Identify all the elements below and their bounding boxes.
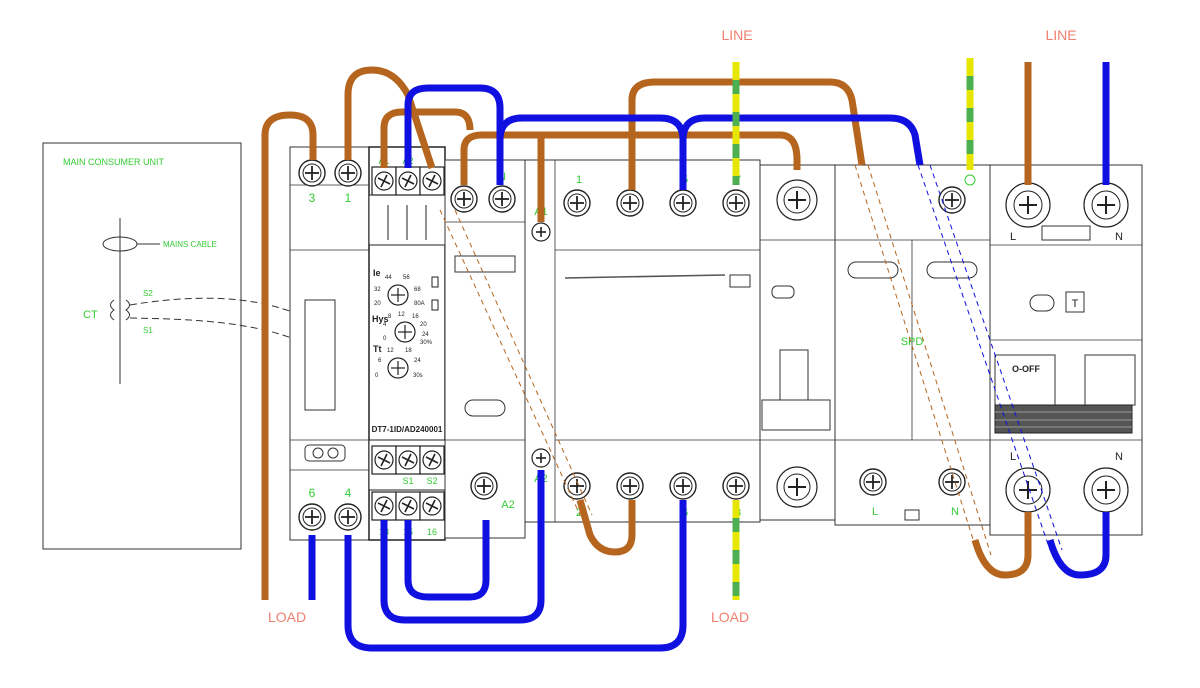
relay-terminal-s2: S2	[426, 476, 437, 486]
brown-wire-2	[380, 108, 474, 168]
blue-wire-7	[1046, 512, 1110, 579]
small-contactor-terminal-6: 6	[309, 486, 316, 500]
dial-hys-tick: 24	[422, 332, 429, 338]
ct-s1-label: S1	[143, 326, 153, 335]
dashed-live-wire	[454, 209, 593, 516]
dial-ie-tick: 80A	[414, 301, 425, 307]
line-label-right: LINE	[1045, 27, 1076, 43]
dial-ie-tick: 20	[374, 301, 381, 307]
brown-wire-1	[344, 66, 436, 170]
rcbo-test-button: T	[1072, 298, 1079, 310]
small-contactor-terminal-4: 4	[345, 486, 352, 500]
dial-tt-tick: 18	[405, 348, 412, 354]
dial-hys-tick: 0	[383, 336, 387, 342]
rcbo-top-l: L	[1010, 231, 1016, 243]
dial-ie-tick: 44	[385, 275, 392, 281]
brown-wire-7	[971, 512, 1032, 579]
brown-wire-load-left	[261, 111, 317, 600]
spd-terminal-n: N	[951, 506, 959, 518]
dial-hys-tick: 30%	[420, 340, 433, 346]
dial-hys-tick: 16	[412, 314, 419, 320]
dial-hys-tick: 20	[420, 322, 427, 328]
blue-wire-1	[404, 84, 504, 185]
dial-tt-tick: 0	[375, 373, 379, 379]
load-label-left: LOAD	[268, 609, 306, 625]
dashed-neutral-wire	[917, 164, 1051, 551]
dashed-neutral-wire	[929, 164, 1063, 551]
dial-tt-tick: 24	[414, 358, 421, 364]
spd-label: SPD	[901, 336, 924, 348]
small-contactor-terminal-1: 1	[345, 191, 352, 205]
dial-tt-tick: 6	[378, 358, 382, 364]
ct-label: CT	[83, 309, 98, 321]
brown-wire-5	[628, 78, 866, 190]
rcbo-top-n: N	[1115, 231, 1123, 243]
blue-wire-3	[679, 114, 924, 166]
dial-ie-label: Ie	[373, 268, 381, 278]
supply-a2-label: A2	[501, 499, 514, 511]
dial-hys-tick: 12	[398, 312, 405, 318]
rcbo-bottom-n: N	[1115, 451, 1123, 463]
mains-cable-label: MAINS CABLE	[163, 240, 217, 249]
relay-model-label: DT7-1ID/AD240001	[372, 425, 443, 434]
mcb-module	[759, 164, 836, 521]
dial-tt-label: Tt	[373, 344, 382, 354]
dial-hys-label: Hys	[372, 314, 389, 324]
dial-hys-tick: 4	[383, 322, 387, 328]
load-label-right: LOAD	[711, 609, 749, 625]
supply-module	[444, 159, 526, 539]
relay-terminal-s1: S1	[402, 476, 413, 486]
dial-ie-tick: 56	[403, 275, 410, 281]
contactor-large	[524, 159, 761, 523]
dial-tt-tick: 12	[387, 348, 394, 354]
line-label-left: LINE	[721, 27, 752, 43]
blue-wire-5	[380, 470, 545, 624]
relay-terminal-16: 16	[427, 527, 437, 537]
rcbo-switch-state: O-OFF	[1012, 364, 1040, 374]
contactor-small	[289, 146, 371, 541]
ct-s2-label: S2	[143, 289, 153, 298]
blue-wire-6	[344, 500, 687, 652]
dial-tt-tick: 30s	[413, 373, 423, 379]
rcbo-bottom-l: L	[1010, 451, 1016, 463]
dial-ie-tick: 68	[414, 287, 421, 293]
small-contactor-terminal-3: 3	[309, 191, 316, 205]
brown-wire-6	[576, 499, 636, 556]
dial-hys-tick: 8	[388, 314, 392, 320]
blue-wire-4	[404, 520, 490, 601]
consumer-unit-label: MAIN CONSUMER UNIT	[63, 157, 165, 167]
spd-terminal-l: L	[872, 506, 878, 518]
spd-module	[834, 164, 991, 526]
dashed-live-wire	[439, 209, 581, 516]
consumer-unit	[42, 142, 242, 550]
dial-ie-tick: 32	[374, 287, 381, 293]
large-contactor-terminal-1: 1	[576, 174, 582, 186]
rcbo-module	[989, 164, 1143, 536]
